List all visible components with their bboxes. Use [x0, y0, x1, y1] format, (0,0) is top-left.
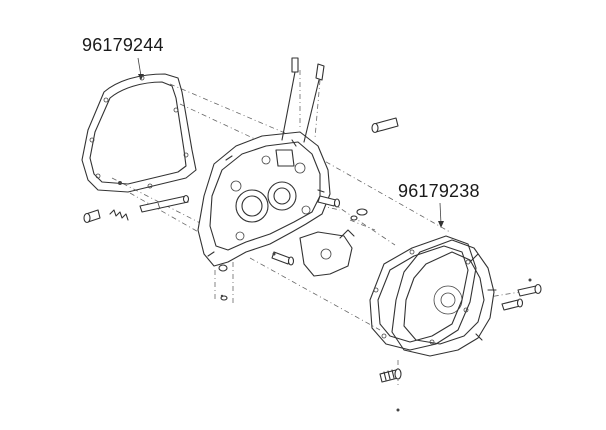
crankcase-cover — [197, 131, 331, 267]
bolt-icon — [303, 63, 325, 143]
bolt-icon — [281, 57, 299, 141]
spring-icon — [109, 209, 129, 221]
bolt-icon — [379, 368, 402, 383]
bolt-icon — [371, 117, 399, 134]
bolt-icon — [271, 251, 295, 266]
bolt-icon — [501, 298, 524, 311]
bolt-icon — [317, 195, 341, 208]
leader-arrow-right — [438, 202, 444, 228]
clutch-cover — [391, 239, 497, 357]
bracket-part — [299, 229, 355, 277]
bolt-icon — [83, 209, 101, 224]
dowel-shaft — [139, 194, 190, 213]
fastener-marks — [220, 252, 532, 412]
gasket-left — [81, 73, 197, 193]
gasket-right — [369, 235, 477, 351]
part-number-label-gasket-right: 96179238 — [398, 181, 480, 201]
bolt-icon — [517, 283, 542, 297]
part-number-label-gasket-left: 96179244 — [82, 35, 164, 55]
